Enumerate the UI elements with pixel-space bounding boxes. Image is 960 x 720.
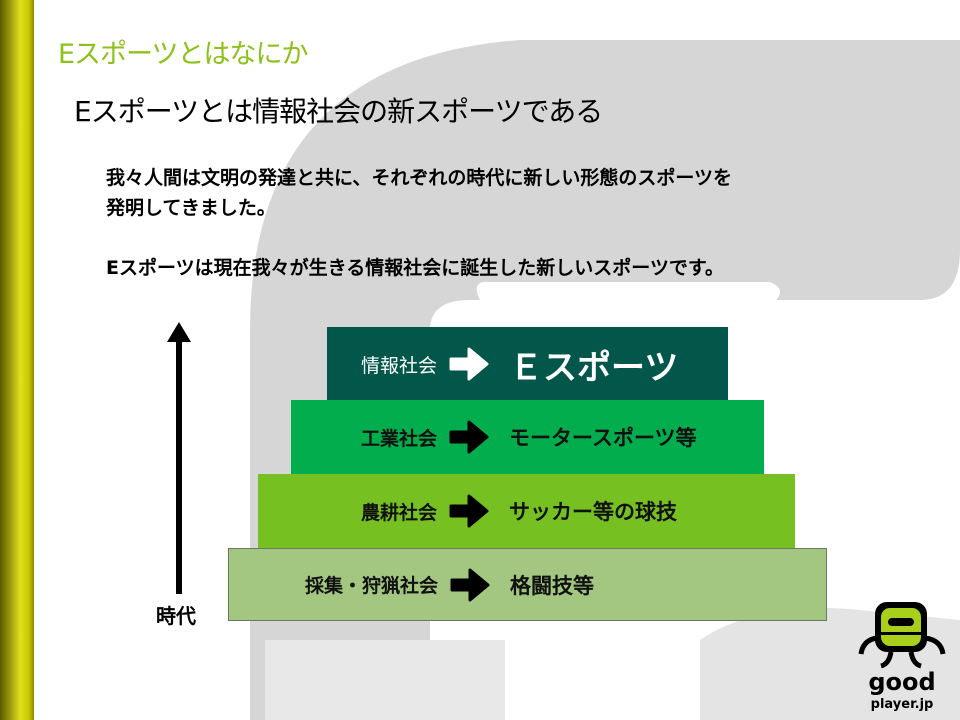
svg-text:good: good [868, 668, 935, 696]
tier-hunter-gatherer-society: 採集・狩猟社会 格闘技等 [228, 548, 827, 621]
slide-subtitle: Eスポーツとは情報社会の新スポーツである [74, 95, 603, 128]
slide-title: Eスポーツとはなにか [58, 39, 309, 70]
tier-sport-label: サッカー等の球技 [509, 500, 677, 524]
tier-society-label: 農耕社会 [360, 501, 437, 524]
time-axis-arrow-icon [167, 322, 191, 594]
tier-society-label: 情報社会 [360, 354, 437, 377]
arrow-right-icon [450, 568, 490, 601]
arrow-right-icon [449, 420, 489, 454]
arrow-right-icon [449, 347, 489, 381]
goodplayer-logo: good player.jp [855, 600, 950, 719]
tier-sport-label: 格闘技等 [510, 573, 594, 598]
decorative-left-bar [0, 0, 34, 720]
tier-sport-label: モータースポーツ等 [509, 426, 697, 450]
body-text-line-3: Eスポーツは現在我々が生きる情報社会に誕生した新しいスポーツです。 [106, 257, 724, 279]
tier-information-society: 情報社会 Ｅスポーツ [327, 327, 728, 401]
arrow-right-icon [449, 494, 489, 528]
tier-society-label: 採集・狩猟社会 [304, 575, 438, 597]
tier-sport-label: Ｅスポーツ [509, 347, 679, 388]
robot-mascot-icon: good player.jp [858, 602, 946, 712]
svg-text:player.jp: player.jp [871, 697, 934, 712]
body-text-line-2: 発明してきました。 [106, 197, 276, 219]
body-text-line-1: 我々人間は文明の発達と共に、それぞれの時代に新しい形態のスポーツを [106, 167, 733, 189]
tier-industrial-society: 工業社会 モータースポーツ等 [291, 400, 764, 474]
tier-agricultural-society: 農耕社会 サッカー等の球技 [258, 474, 795, 548]
time-axis-label: 時代 [156, 604, 196, 628]
tier-society-label: 工業社会 [360, 427, 437, 450]
